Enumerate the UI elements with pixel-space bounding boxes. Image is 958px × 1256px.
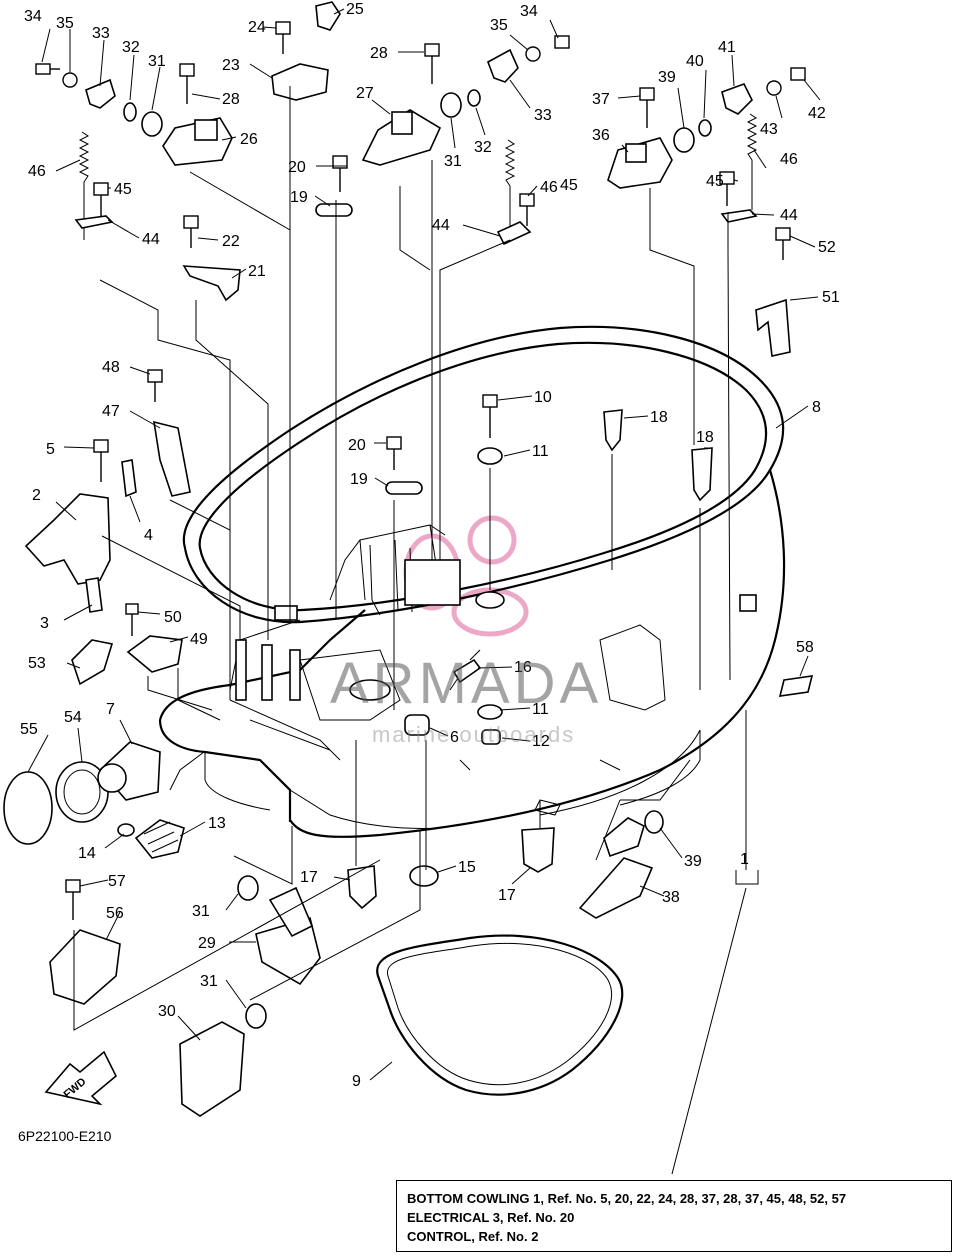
callout-38: 38 (662, 889, 680, 906)
callout-19: 19 (290, 189, 308, 206)
callout-43: 43 (760, 121, 778, 138)
callout-50: 50 (164, 609, 182, 626)
callout-46: 46 (780, 151, 798, 168)
callout-45b: 45 (114, 181, 132, 198)
callout-26: 26 (240, 131, 258, 148)
callout-3: 3 (40, 615, 49, 632)
callout-5: 5 (46, 441, 55, 458)
callout-20: 20 (288, 159, 306, 176)
callout-1: 1 (740, 851, 749, 868)
callout-56: 56 (106, 905, 124, 922)
callout-53: 53 (28, 655, 46, 672)
callout-22: 22 (222, 233, 240, 250)
reference-notes: BOTTOM COWLING 1, Ref. No. 5, 20, 22, 24… (396, 1180, 952, 1252)
callout-58: 58 (796, 639, 814, 656)
callout-17: 17 (300, 869, 318, 886)
callout-47: 47 (102, 403, 120, 420)
callout-11b: 11 (532, 701, 549, 718)
callout-4: 4 (144, 527, 153, 544)
callout-17b: 17 (498, 887, 516, 904)
callout-35b: 35 (490, 17, 508, 34)
callout-24: 24 (248, 19, 266, 36)
callout-11: 11 (532, 443, 549, 460)
callout-46c: 46 (540, 179, 558, 196)
callout-44c: 44 (432, 217, 450, 234)
callout-46b: 46 (28, 163, 46, 180)
callout-23: 23 (222, 57, 240, 74)
callout-28b: 28 (370, 45, 388, 62)
part-sketches (3, 1, 814, 1117)
note-electrical: ELECTRICAL 3, Ref. No. 20 (407, 1210, 575, 1225)
callout-45: 45 (706, 173, 724, 190)
leader-lines (27, 8, 821, 1175)
callout-33: 33 (92, 25, 110, 42)
bottom-cowling (158, 325, 786, 838)
callout-34: 34 (24, 8, 42, 25)
callout-55: 55 (20, 721, 38, 738)
callout-42: 42 (808, 105, 826, 122)
callout-37: 37 (592, 91, 610, 108)
callout-31c: 31 (192, 903, 210, 920)
callout-54: 54 (64, 709, 82, 726)
diagram-code: 6P22100-E210 (18, 1128, 112, 1144)
callout-2: 2 (32, 487, 41, 504)
callout-51: 51 (822, 289, 840, 306)
note-bottom-cowling: BOTTOM COWLING 1, Ref. No. 5, 20, 22, 24… (407, 1191, 847, 1206)
callout-21: 21 (248, 263, 266, 280)
callout-32b: 32 (474, 139, 492, 156)
callout-44b: 44 (142, 231, 160, 248)
note-control: CONTROL, Ref. No. 2 (407, 1229, 539, 1244)
callout-57: 57 (108, 873, 126, 890)
callout-9: 9 (352, 1073, 361, 1090)
callout-12: 12 (532, 733, 550, 750)
callout-34b: 34 (520, 3, 538, 20)
callout-52: 52 (818, 239, 836, 256)
callout-45c: 45 (560, 177, 578, 194)
callout-31d: 31 (200, 973, 218, 990)
callout-19b: 19 (350, 471, 368, 488)
callout-35: 35 (56, 15, 74, 32)
callout-20b: 20 (348, 437, 366, 454)
callout-29: 29 (198, 935, 216, 952)
callout-8: 8 (812, 399, 821, 416)
callout-labels: 34 35 33 32 31 28 26 24 25 23 28 27 31 3… (20, 1, 840, 1101)
callout-31b: 31 (444, 153, 462, 170)
callout-44: 44 (780, 207, 798, 224)
callout-7: 7 (106, 701, 115, 718)
callout-31: 31 (148, 53, 166, 70)
callout-33b: 33 (534, 107, 552, 124)
callout-49: 49 (190, 631, 208, 648)
callout-18b: 18 (696, 429, 714, 446)
callout-15: 15 (458, 859, 476, 876)
callout-13: 13 (208, 815, 226, 832)
callout-40: 40 (686, 53, 704, 70)
callout-41: 41 (718, 39, 736, 56)
callout-25: 25 (346, 1, 364, 18)
callout-39b: 39 (684, 853, 702, 870)
callout-30: 30 (158, 1003, 176, 1020)
callout-28: 28 (222, 91, 240, 108)
callout-36: 36 (592, 127, 610, 144)
callout-39: 39 (658, 69, 676, 86)
callout-27: 27 (356, 85, 374, 102)
callout-10: 10 (534, 389, 552, 406)
callout-32: 32 (122, 39, 140, 56)
callout-48: 48 (102, 359, 120, 376)
watermark-tagline: marine outboards (372, 722, 576, 747)
watermark-name: ARMADA (330, 651, 603, 716)
callout-18: 18 (650, 409, 668, 426)
callout-16: 16 (514, 659, 532, 676)
callout-14: 14 (78, 845, 96, 862)
callout-6: 6 (450, 729, 459, 746)
